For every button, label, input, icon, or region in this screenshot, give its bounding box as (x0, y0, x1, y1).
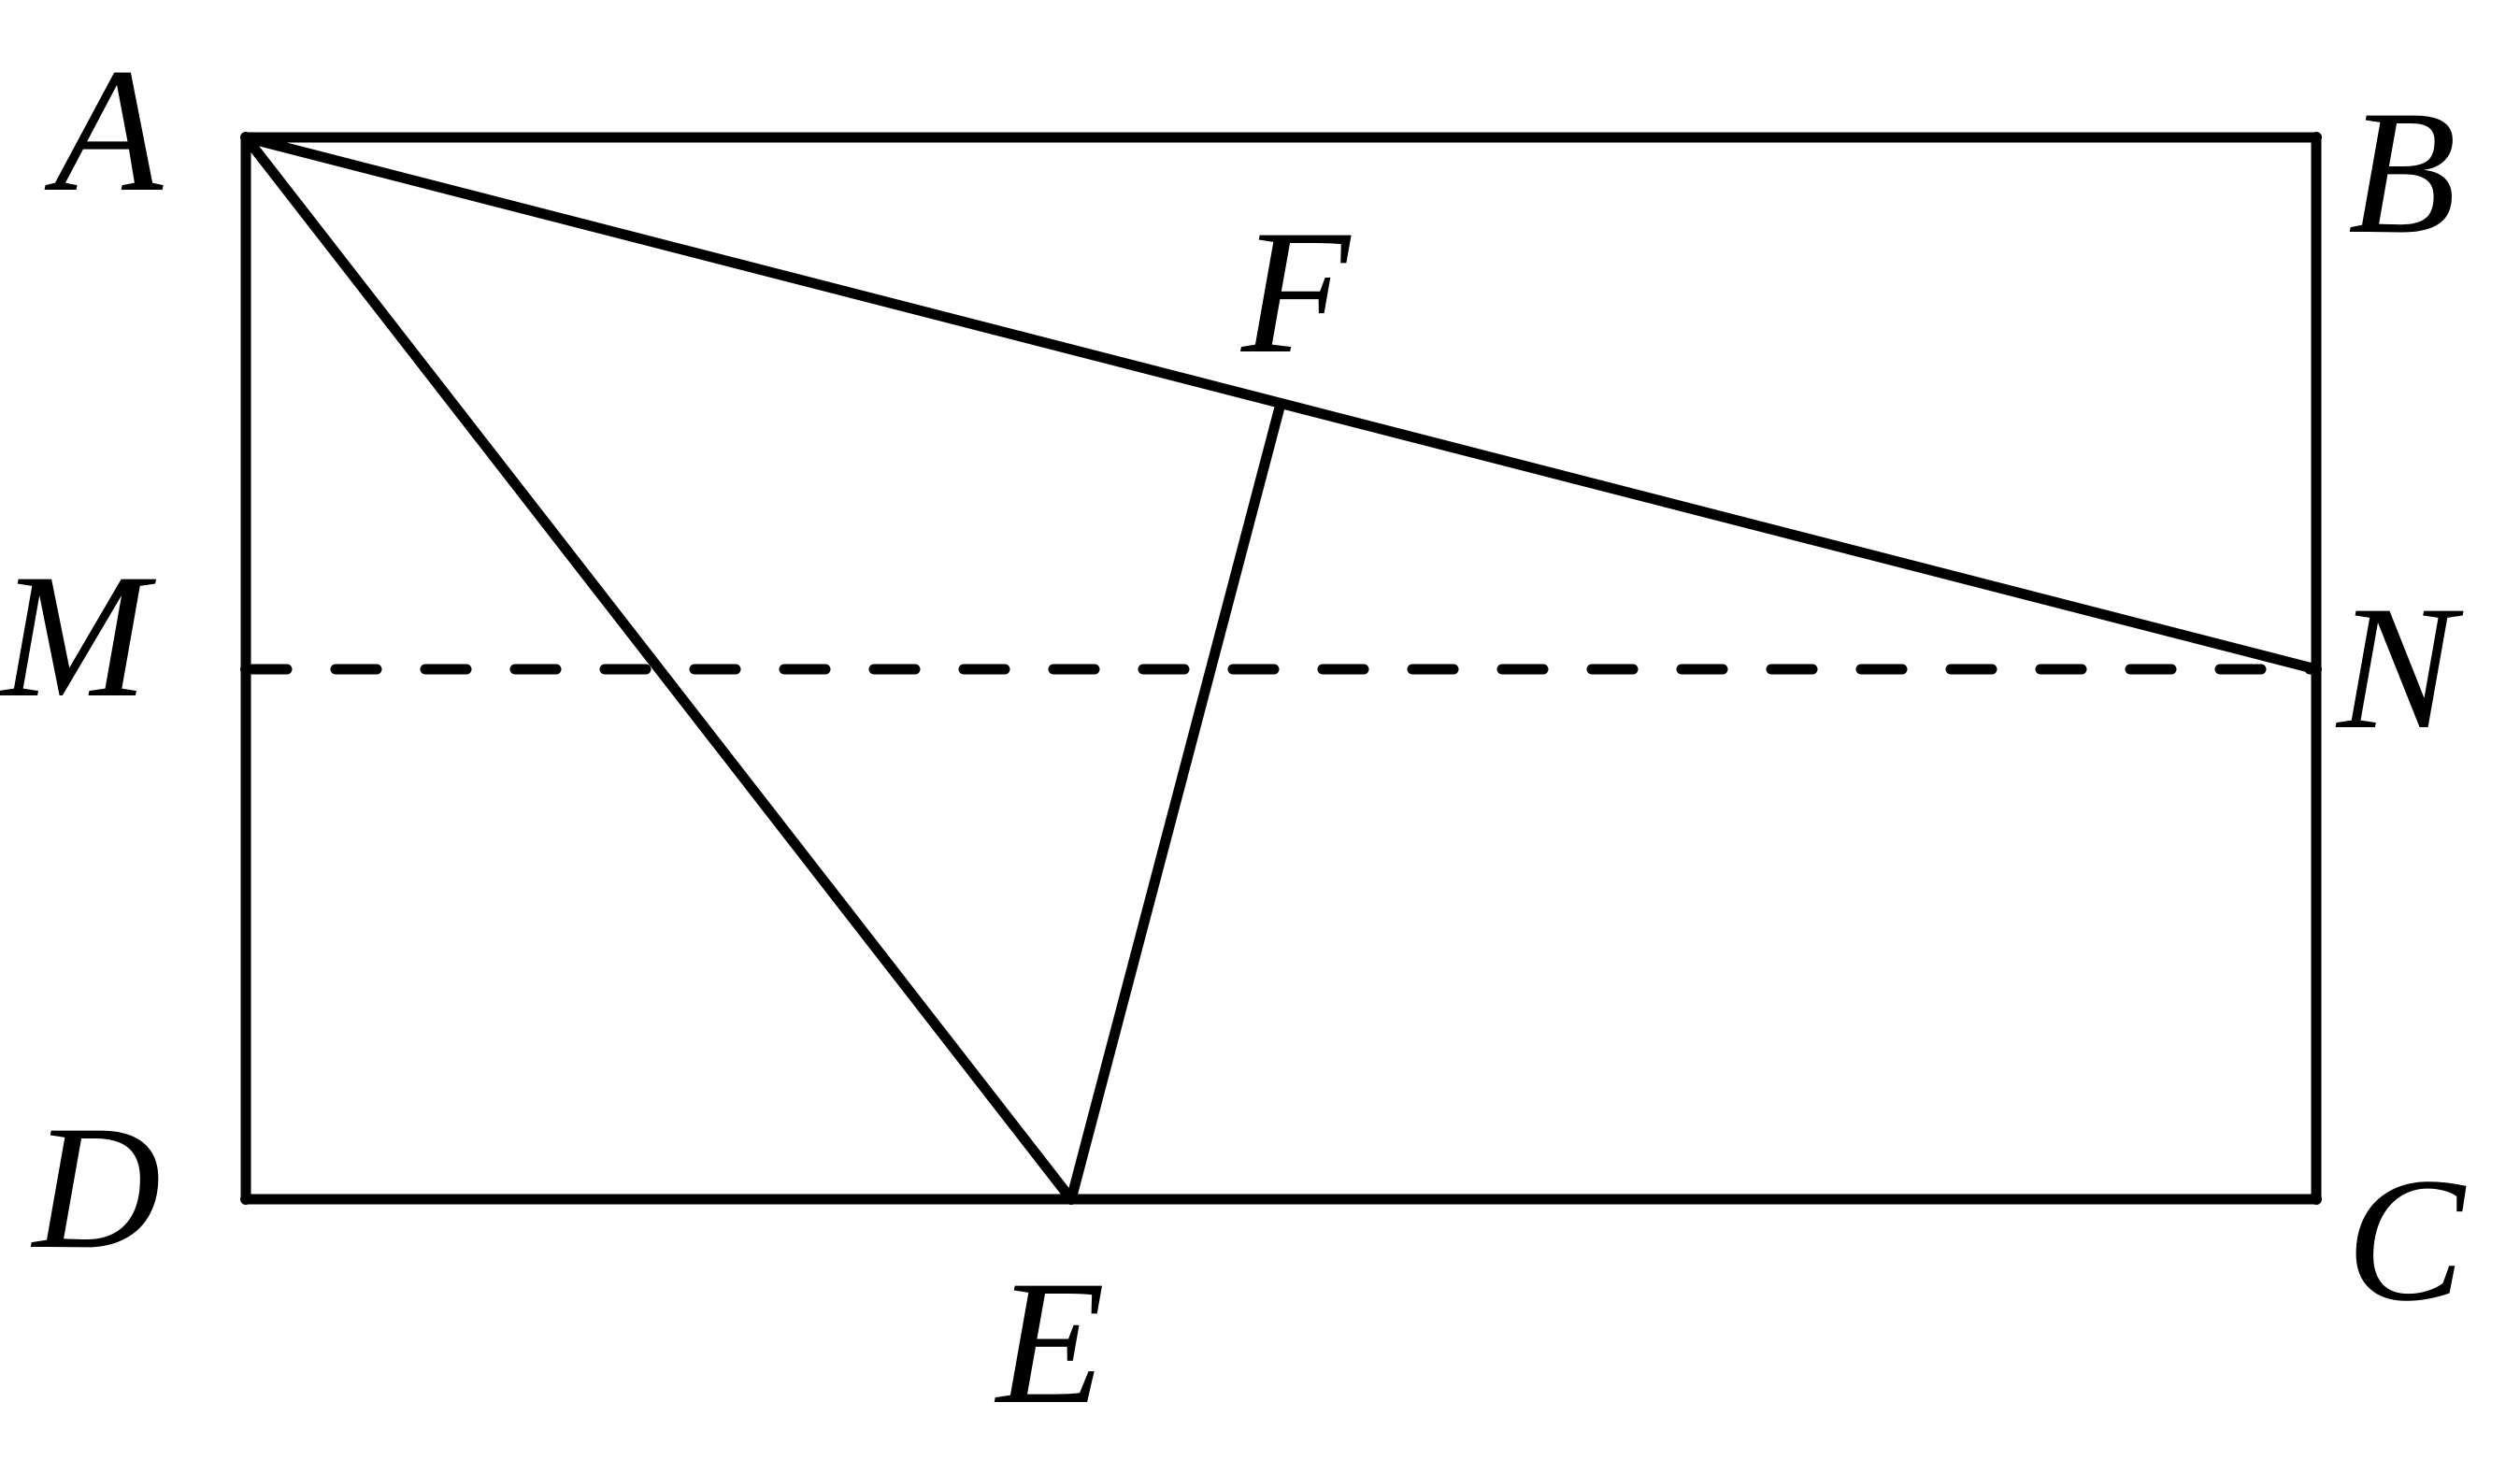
label-n: N (2335, 570, 2464, 766)
label-b: B (2348, 75, 2456, 271)
vertex-a (240, 132, 251, 143)
vertex-m (240, 664, 251, 675)
vertex-b (2311, 132, 2322, 143)
label-m: M (0, 538, 156, 735)
vertex-c (2311, 1194, 2322, 1205)
segment-ef (1066, 398, 1286, 1205)
vertex-d (240, 1194, 251, 1205)
label-e: E (994, 1245, 1105, 1441)
label-f: F (1239, 194, 1352, 391)
vertex-f (1275, 398, 1286, 409)
label-c: C (2346, 1142, 2467, 1338)
segment-ae (240, 132, 1077, 1205)
label-d: D (30, 1090, 161, 1286)
label-a: A (44, 33, 164, 229)
vertex-e (1066, 1194, 1077, 1205)
vertex-n (2311, 664, 2322, 675)
